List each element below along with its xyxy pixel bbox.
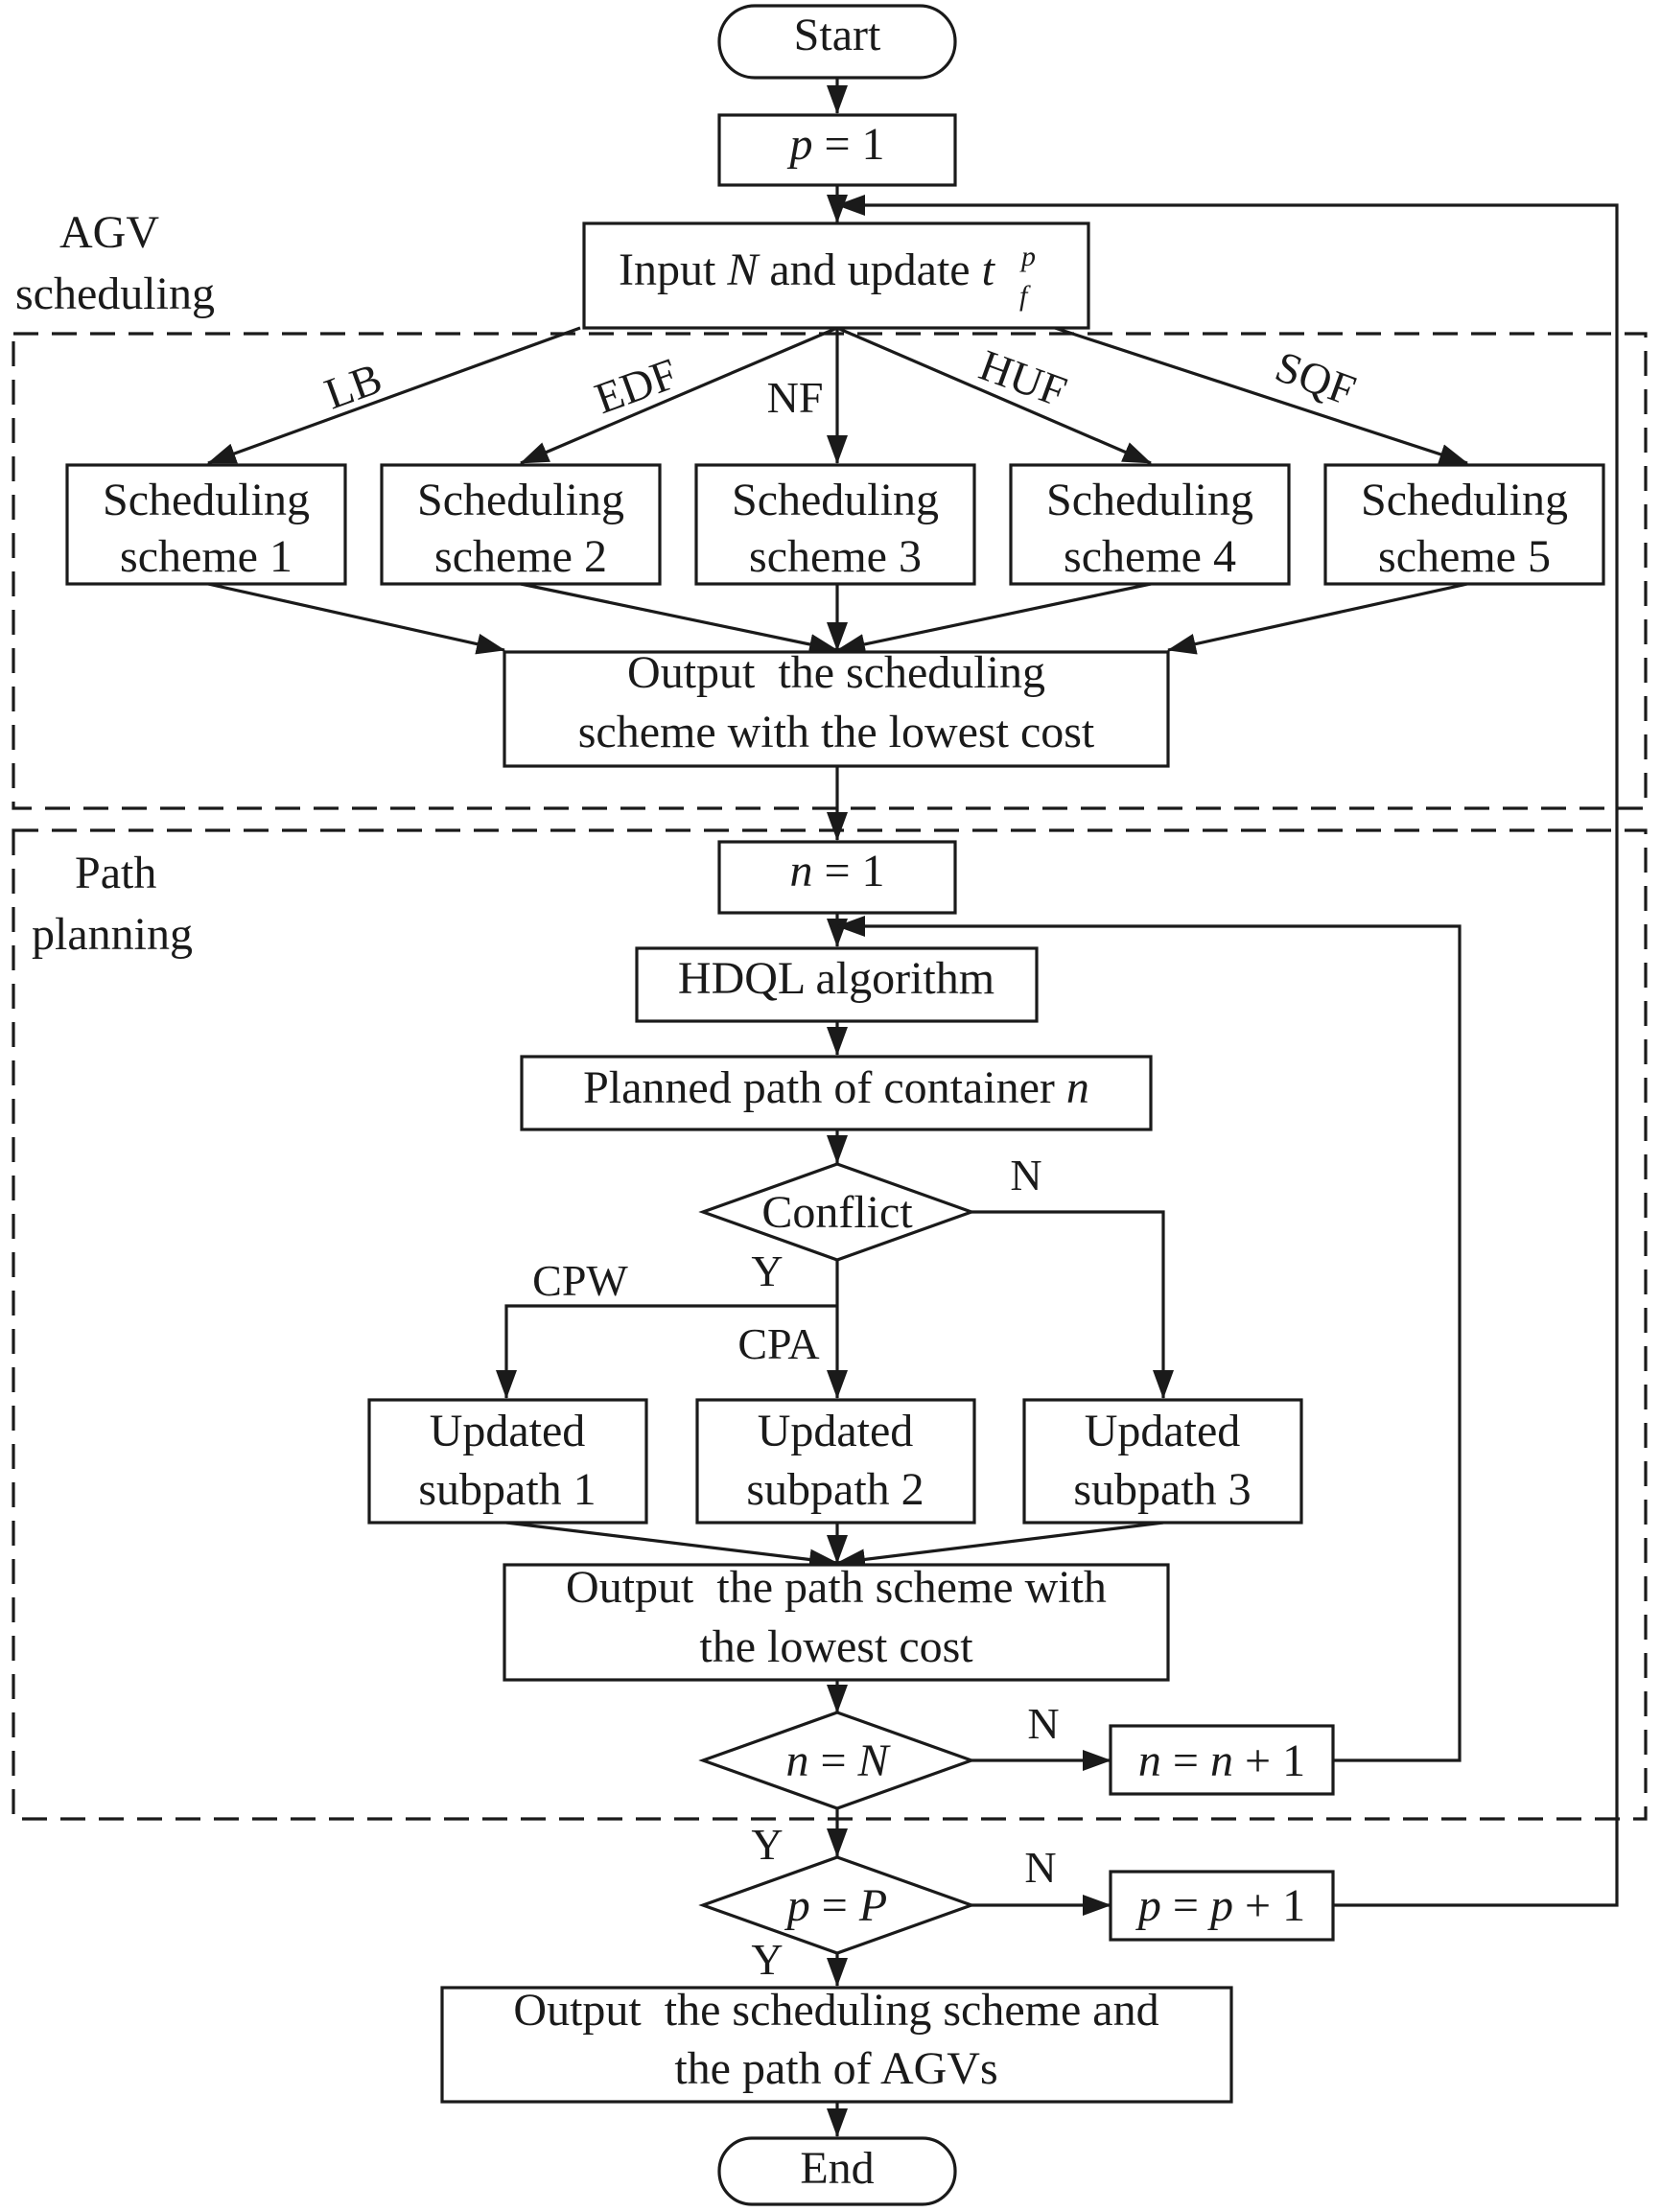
svg-text:Updated: Updated <box>430 1406 586 1456</box>
output-path-box: Output the path scheme with the lowest c… <box>503 1562 1170 1682</box>
end-terminal: End <box>717 2136 957 2206</box>
scheduling-scheme-3: Scheduling scheme 3 <box>694 463 976 586</box>
agv-scheduling-frame <box>12 332 1648 810</box>
svg-text:scheme with the lowest cost: scheme with the lowest cost <box>578 707 1095 757</box>
svg-text:p = 1: p = 1 <box>786 119 884 170</box>
edge-label-nf: NF <box>767 373 824 422</box>
svg-text:HDQL algorithm: HDQL algorithm <box>678 953 994 1004</box>
svg-text:subpath 3: subpath 3 <box>1073 1464 1251 1515</box>
svg-text:subpath 2: subpath 2 <box>746 1464 924 1515</box>
edge-label-conflict-no: N <box>1010 1151 1041 1199</box>
svg-text:Input N and update t: Input N and update t <box>619 244 996 295</box>
updated-subpath-3: Updated subpath 3 <box>1022 1398 1303 1525</box>
svg-text:scheme 1: scheme 1 <box>120 531 292 582</box>
edge-label-lb: LB <box>318 353 388 418</box>
svg-text:Output the path scheme with: Output the path scheme with <box>566 1562 1107 1613</box>
scheduling-scheme-1: Scheduling scheme 1 <box>65 463 347 586</box>
connectors <box>207 78 1619 2137</box>
edge-label-cpa: CPA <box>737 1319 819 1368</box>
agv-section-label-line2: scheduling <box>15 268 215 319</box>
svg-text:p: p <box>1019 241 1036 272</box>
agv-section-label-line1: AGV <box>59 207 159 258</box>
edge-label-n-check-yes: Y <box>751 1820 783 1869</box>
updated-subpath-1: Updated subpath 1 <box>367 1398 648 1525</box>
svg-text:Scheduling: Scheduling <box>417 475 624 525</box>
svg-text:Conflict: Conflict <box>761 1187 913 1238</box>
scheduling-scheme-2: Scheduling scheme 2 <box>380 463 662 586</box>
output-scheduling-box: Output the scheduling scheme with the lo… <box>503 647 1170 768</box>
scheduling-scheme-4: Scheduling scheme 4 <box>1009 463 1291 586</box>
svg-text:Updated: Updated <box>758 1406 914 1456</box>
n-init-box: n = 1 <box>717 840 957 915</box>
svg-text:Scheduling: Scheduling <box>732 475 939 525</box>
final-output-box: Output the scheduling scheme and the pat… <box>440 1985 1233 2104</box>
edge-label-p-check-no: N <box>1024 1843 1056 1892</box>
edge-label-p-check-yes: Y <box>751 1935 783 1984</box>
edge-label-cpw: CPW <box>532 1256 628 1305</box>
svg-text:n = N: n = N <box>785 1735 891 1786</box>
p-init-box: p = 1 <box>717 113 957 187</box>
svg-text:scheme 4: scheme 4 <box>1064 531 1236 582</box>
svg-text:p = p + 1: p = p + 1 <box>1135 1880 1305 1931</box>
svg-text:p = P: p = P <box>784 1880 887 1931</box>
updated-subpath-2: Updated subpath 2 <box>695 1398 976 1525</box>
edge-label-conflict-yes: Y <box>751 1246 783 1295</box>
svg-text:End: End <box>800 2143 874 2194</box>
p-equals-P-decision: p = P <box>698 1855 976 1955</box>
edge-label-huf: HUF <box>973 340 1073 416</box>
path-section-label-line2: planning <box>32 909 193 960</box>
svg-text:subpath 1: subpath 1 <box>418 1464 596 1515</box>
planned-path-box: Planned path of container n <box>520 1055 1153 1131</box>
svg-text:the lowest cost: the lowest cost <box>699 1621 973 1672</box>
edge-label-n-check-no: N <box>1027 1699 1059 1748</box>
path-section-label-line1: Path <box>75 848 156 898</box>
svg-text:Output the scheduling: Output the scheduling <box>627 647 1045 698</box>
n-equals-N-decision: n = N <box>698 1711 976 1810</box>
scheduling-scheme-5: Scheduling scheme 5 <box>1323 463 1605 586</box>
svg-text:Scheduling: Scheduling <box>1046 475 1253 525</box>
input-update-box: Input N and update t p f <box>582 221 1090 330</box>
svg-text:Start: Start <box>794 10 881 60</box>
edge-label-edf: EDF <box>589 349 684 424</box>
svg-text:Output the scheduling scheme: Output the scheduling scheme and <box>513 1985 1158 2036</box>
start-terminal: Start <box>717 4 957 80</box>
hdql-box: HDQL algorithm <box>635 946 1039 1023</box>
svg-text:scheme 3: scheme 3 <box>749 531 922 582</box>
svg-text:Scheduling: Scheduling <box>103 475 310 525</box>
svg-text:Scheduling: Scheduling <box>1361 475 1568 525</box>
svg-text:scheme 5: scheme 5 <box>1378 531 1551 582</box>
svg-text:Updated: Updated <box>1085 1406 1241 1456</box>
svg-text:the path of AGVs: the path of AGVs <box>674 2043 997 2094</box>
p-increment-box: p = p + 1 <box>1109 1870 1335 1942</box>
svg-text:n = 1: n = 1 <box>789 846 884 896</box>
conflict-decision: Conflict <box>698 1162 976 1262</box>
svg-text:scheme 2: scheme 2 <box>434 531 607 582</box>
svg-text:n = n + 1: n = n + 1 <box>1138 1735 1305 1786</box>
n-increment-box: n = n + 1 <box>1109 1724 1335 1796</box>
svg-text:Planned path of container n: Planned path of container n <box>583 1062 1089 1113</box>
